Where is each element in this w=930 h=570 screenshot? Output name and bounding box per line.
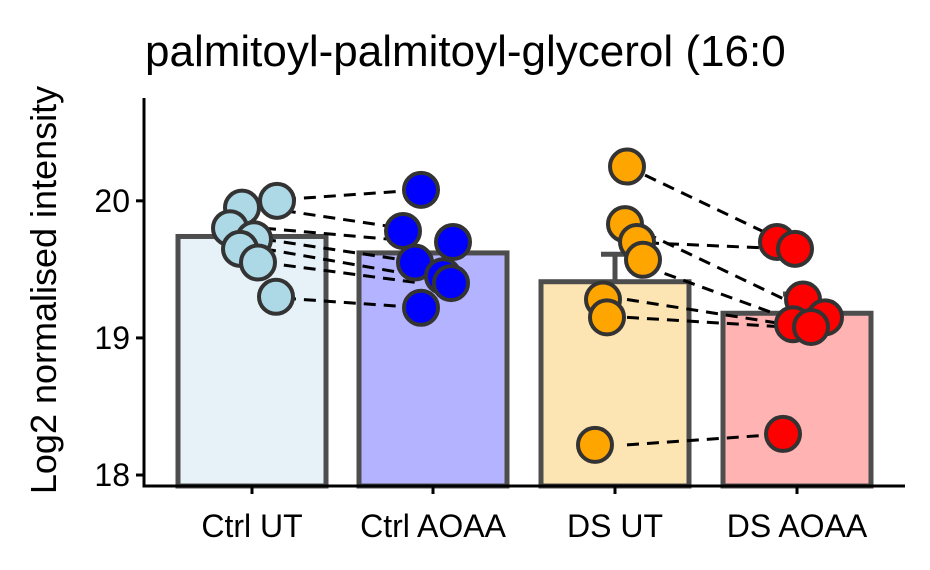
point-ctrl-aoaa — [402, 170, 440, 209]
pair-line-ds-ut-4 — [626, 298, 786, 326]
points-layer — [211, 147, 844, 464]
y-tick-label: 18 — [94, 457, 130, 493]
point-ds-aoaa — [764, 414, 802, 453]
pair-line-ds-ut-0 — [626, 165, 786, 244]
paired-lines-layer — [263, 165, 786, 447]
point-ds-ut — [624, 240, 662, 279]
point-ds-ut — [576, 425, 614, 464]
bar-ds-aoaa — [720, 310, 874, 489]
x-tick-label-ctrl-aoaa: Ctrl AOAA — [360, 508, 506, 544]
point-ctrl-ut — [257, 277, 295, 316]
pair-line-ctrl-ut-4 — [263, 247, 422, 278]
point-ds-aoaa — [792, 307, 830, 346]
pair-line-ctrl-ut-3 — [263, 237, 422, 265]
y-axis-label: Log2 normalised intensity — [23, 86, 64, 494]
chart-title: palmitoyl-palmitoyl-glycerol (16:0 — [145, 27, 786, 76]
point-ds-aoaa — [776, 229, 814, 268]
point-ctrl-aoaa — [402, 288, 440, 327]
point-ctrl-aoaa — [432, 264, 470, 303]
point-ctrl-aoaa — [384, 211, 422, 250]
y-tick-label: 20 — [94, 183, 130, 219]
point-ctrl-ut — [258, 181, 296, 220]
pair-line-ctrl-ut-5 — [263, 261, 422, 285]
point-ctrl-ut — [239, 243, 277, 282]
pair-line-ds-ut-5 — [626, 315, 786, 329]
pair-line-ds-ut-6 — [626, 432, 786, 447]
x-tick-label-ctrl-ut: Ctrl UT — [201, 508, 302, 544]
point-ds-ut — [588, 298, 626, 337]
x-tick-label-ds-aoaa: DS AOAA — [727, 508, 868, 544]
point-ctrl-aoaa — [434, 222, 472, 261]
point-ds-ut — [608, 147, 646, 186]
bars-layer — [175, 233, 874, 489]
x-tick-label-ds-ut: DS UT — [567, 508, 663, 544]
y-tick-label: 19 — [94, 320, 130, 356]
